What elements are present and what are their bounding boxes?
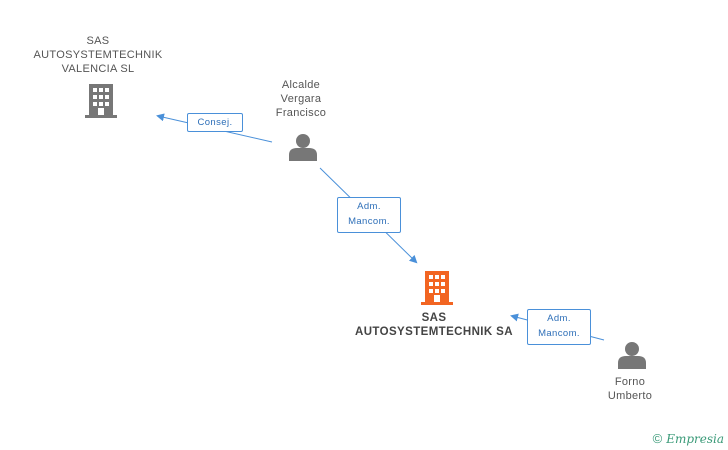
person-alcalde-line-1: Alcalde (281, 79, 321, 91)
person-icon[interactable] (288, 133, 318, 161)
edge-label-adm: Adm. (357, 201, 381, 212)
company-valencia-line-3: VALENCIA SL (61, 63, 135, 75)
person-forno-line-2: Umberto (607, 390, 653, 402)
company-valencia-label[interactable]: SAS AUTOSYSTEMTECHNIK VALENCIA SL (30, 34, 166, 76)
edge-label-mancom: Mancom. (348, 216, 390, 227)
company-main-label[interactable]: SAS AUTOSYSTEMTECHNIK SA (352, 311, 516, 339)
edge-label-adm: Adm. (547, 313, 571, 324)
company-main-line-2: AUTOSYSTEMTECHNIK SA (355, 326, 513, 338)
person-forno-label[interactable]: Forno Umberto (592, 375, 668, 403)
company-valencia-line-1: SAS (86, 35, 110, 47)
edge-label-consej-text: Consej. (197, 117, 233, 128)
person-icon-forno[interactable] (617, 341, 647, 369)
person-forno-line-1: Forno (614, 376, 646, 388)
company-main-line-1: SAS (421, 312, 447, 324)
person-alcalde-line-2: Vergara (280, 93, 322, 105)
edge-label-mancom: Mancom. (538, 328, 580, 339)
company-valencia-line-2: AUTOSYSTEMTECHNIK (33, 49, 163, 61)
person-alcalde-line-3: Francisco (275, 107, 327, 119)
edge-label-consej[interactable]: Consej. (187, 113, 243, 132)
empresia-logo[interactable]: ©Empresia (653, 431, 724, 446)
building-icon-main[interactable] (421, 271, 453, 305)
brand-name: Empresia (666, 432, 724, 446)
building-icon[interactable] (85, 84, 117, 118)
edge-label-adm-mancom-alcalde[interactable]: Adm. Mancom. (337, 197, 401, 233)
copyright-symbol: © (652, 431, 663, 446)
person-alcalde-label[interactable]: Alcalde Vergara Francisco (258, 78, 344, 120)
edge-label-adm-mancom-forno[interactable]: Adm. Mancom. (527, 309, 591, 345)
